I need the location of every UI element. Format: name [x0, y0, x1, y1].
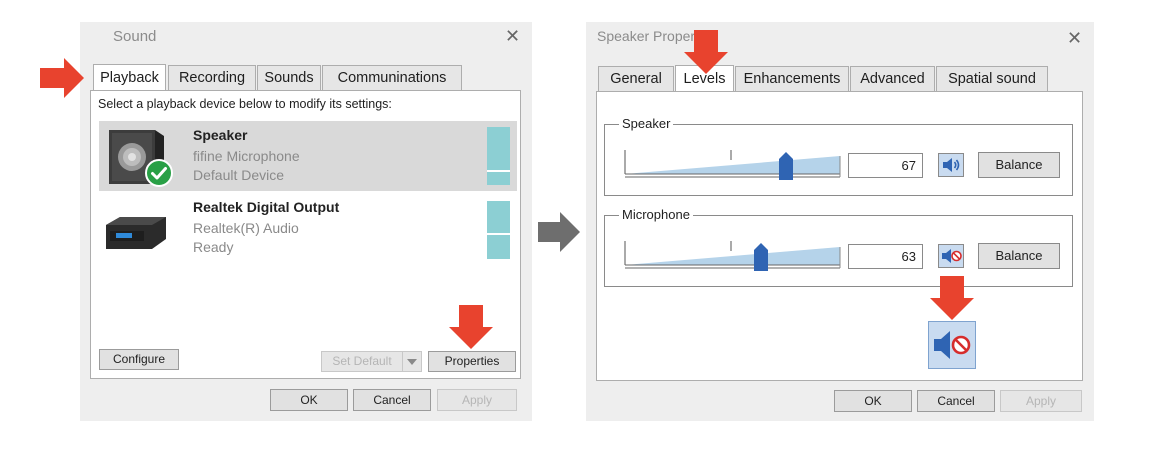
properties-button[interactable]: Properties: [428, 351, 516, 372]
device-line2: Ready: [193, 239, 234, 255]
apply-button[interactable]: Apply: [437, 389, 517, 411]
speaker-slider[interactable]: [624, 148, 842, 187]
muted-speaker-icon: [942, 249, 962, 263]
cancel-button[interactable]: Cancel: [917, 390, 995, 412]
cancel-button[interactable]: Cancel: [353, 389, 431, 411]
red-arrow-down-icon: [930, 276, 974, 325]
microphone-group: [604, 215, 1073, 287]
muted-speaker-icon: [934, 331, 971, 359]
muted-speaker-zoom: [928, 321, 976, 369]
tab-communications[interactable]: Communinations: [322, 65, 462, 90]
instruction-text: Select a playback device below to modify…: [98, 97, 392, 111]
device-name: Realtek Digital Output: [193, 199, 340, 215]
speaker-mute-toggle[interactable]: [938, 153, 964, 177]
red-arrow-down-icon: [684, 30, 728, 79]
gray-arrow-right-icon: [538, 212, 580, 257]
level-meter: [487, 127, 510, 185]
ok-button[interactable]: OK: [834, 390, 912, 412]
speaker-properties-dialog: Speaker Properties ✕ General Levels Enha…: [586, 22, 1094, 421]
close-icon[interactable]: ✕: [505, 26, 521, 46]
microphone-value-field[interactable]: 63: [848, 244, 923, 269]
set-default-button[interactable]: Set Default: [321, 351, 403, 372]
set-default-dropdown[interactable]: [402, 351, 422, 372]
tab-enhancements[interactable]: Enhancements: [735, 66, 849, 91]
level-meter-divider: [487, 233, 510, 235]
tab-recording[interactable]: Recording: [168, 65, 256, 90]
red-arrow-down-icon: [449, 305, 493, 354]
close-icon[interactable]: ✕: [1067, 28, 1083, 48]
tab-sounds[interactable]: Sounds: [257, 65, 321, 90]
configure-button[interactable]: Configure: [99, 349, 179, 370]
device-line1: Realtek(R) Audio: [193, 220, 299, 236]
tab-advanced[interactable]: Advanced: [850, 66, 935, 91]
ok-button[interactable]: OK: [270, 389, 348, 411]
dialog-title: Sound: [113, 28, 157, 45]
chevron-down-icon: [407, 359, 417, 365]
speaker-volume-icon: [943, 158, 960, 172]
speaker-value-field[interactable]: 67: [848, 153, 923, 178]
device-name: Speaker: [193, 127, 248, 143]
tab-playback[interactable]: Playback: [93, 64, 166, 91]
speaker-group-label: Speaker: [619, 116, 674, 131]
sound-dialog: Sound ✕ Playback Recording Sounds Commun…: [80, 22, 532, 421]
device-item-speaker[interactable]: Speaker fifine Microphone Default Device: [99, 121, 517, 191]
receiver-icon: [104, 213, 168, 258]
speaker-balance-button[interactable]: Balance: [978, 152, 1060, 178]
device-item-realtek[interactable]: Realtek Digital Output Realtek(R) Audio …: [99, 195, 517, 265]
tab-spatial-sound[interactable]: Spatial sound: [936, 66, 1048, 91]
apply-button[interactable]: Apply: [1000, 390, 1082, 412]
microphone-slider[interactable]: [624, 239, 842, 278]
level-meter-divider: [487, 170, 510, 172]
microphone-group-label: Microphone: [619, 207, 693, 222]
device-line1: fifine Microphone: [193, 148, 300, 164]
slider-thumb: [779, 152, 793, 180]
microphone-balance-button[interactable]: Balance: [978, 243, 1060, 269]
slider-thumb: [754, 243, 768, 271]
dialog-title: Speaker Properties: [597, 28, 717, 44]
playback-panel: Select a playback device below to modify…: [90, 90, 521, 379]
speaker-group: [604, 124, 1073, 196]
check-badge-icon: [145, 159, 173, 192]
red-arrow-right-icon: [40, 58, 84, 103]
levels-panel: Speaker 67 Balance Microphone: [596, 91, 1083, 381]
microphone-mute-toggle[interactable]: [938, 244, 964, 268]
tab-general[interactable]: General: [598, 66, 674, 91]
device-line2: Default Device: [193, 167, 285, 183]
level-meter: [487, 201, 510, 259]
